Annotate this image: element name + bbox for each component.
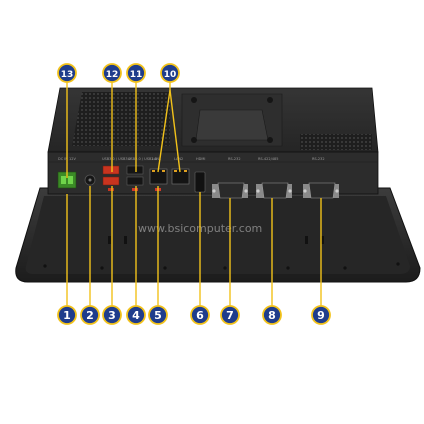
usb3-port bbox=[102, 165, 120, 175]
leader-line bbox=[169, 89, 181, 173]
callout-number: 2 bbox=[86, 309, 94, 322]
callout-11: 11 bbox=[126, 63, 146, 83]
callout-5: 5 bbox=[148, 305, 168, 325]
port-label: RS-422/485 bbox=[258, 157, 278, 161]
callout-7: 7 bbox=[220, 305, 240, 325]
callout-number: 11 bbox=[130, 70, 143, 80]
bezel-slot bbox=[321, 236, 324, 244]
callout-number: 3 bbox=[108, 309, 116, 322]
hdmi-port bbox=[194, 171, 206, 193]
port-label: RS-232 bbox=[228, 157, 241, 161]
callout-number: 7 bbox=[226, 309, 234, 322]
terminal-pin bbox=[68, 176, 73, 184]
callout-number: 4 bbox=[132, 309, 140, 322]
callout-12: 12 bbox=[102, 63, 122, 83]
port-label: USB3.0 / USB3.0 bbox=[102, 157, 131, 161]
callout-9: 9 bbox=[311, 305, 331, 325]
serial-port-3 bbox=[303, 182, 339, 199]
callout-number: 6 bbox=[196, 309, 204, 322]
usb-led bbox=[108, 188, 114, 191]
callout-number: 8 bbox=[268, 309, 276, 322]
vent-grille-right bbox=[300, 134, 372, 150]
usb2-port bbox=[126, 176, 144, 186]
callout-number: 10 bbox=[164, 70, 177, 80]
chassis-box bbox=[47, 87, 379, 195]
callout-1: 1 bbox=[57, 305, 77, 325]
callout-number: 9 bbox=[317, 309, 325, 322]
port-label: USB2.0 / USB2.0 bbox=[128, 157, 157, 161]
vent-grille-left bbox=[72, 92, 170, 146]
lan-port bbox=[171, 168, 190, 185]
bezel-slot bbox=[124, 236, 127, 244]
leader-lines bbox=[66, 82, 322, 306]
callout-number: 1 bbox=[63, 309, 71, 322]
ports bbox=[57, 165, 339, 199]
serial-port-2 bbox=[256, 182, 292, 199]
callout-number: 13 bbox=[61, 70, 74, 80]
callout-number: 12 bbox=[106, 70, 119, 80]
port-label: RS-232 bbox=[312, 157, 325, 161]
callout-2: 2 bbox=[80, 305, 100, 325]
callout-number: 5 bbox=[154, 309, 162, 322]
callout-8: 8 bbox=[262, 305, 282, 325]
bezel-slot bbox=[108, 236, 111, 244]
display-bezel bbox=[15, 187, 421, 283]
callout-10: 10 bbox=[160, 63, 180, 83]
usb2-port bbox=[126, 165, 144, 175]
bezel-slot bbox=[305, 236, 308, 244]
callout-13: 13 bbox=[57, 63, 77, 83]
callout-6: 6 bbox=[190, 305, 210, 325]
serial-port-1 bbox=[212, 182, 248, 199]
callout-markers: 1 2 3 4 5 6 7 8 bbox=[57, 63, 331, 325]
callout-4: 4 bbox=[126, 305, 146, 325]
usb3-port bbox=[102, 176, 120, 186]
callout-3: 3 bbox=[102, 305, 122, 325]
port-label: LAN1 bbox=[152, 157, 161, 161]
port-label: HDMI bbox=[196, 157, 205, 161]
usb-led bbox=[132, 188, 138, 191]
terminal-pin bbox=[61, 176, 66, 184]
